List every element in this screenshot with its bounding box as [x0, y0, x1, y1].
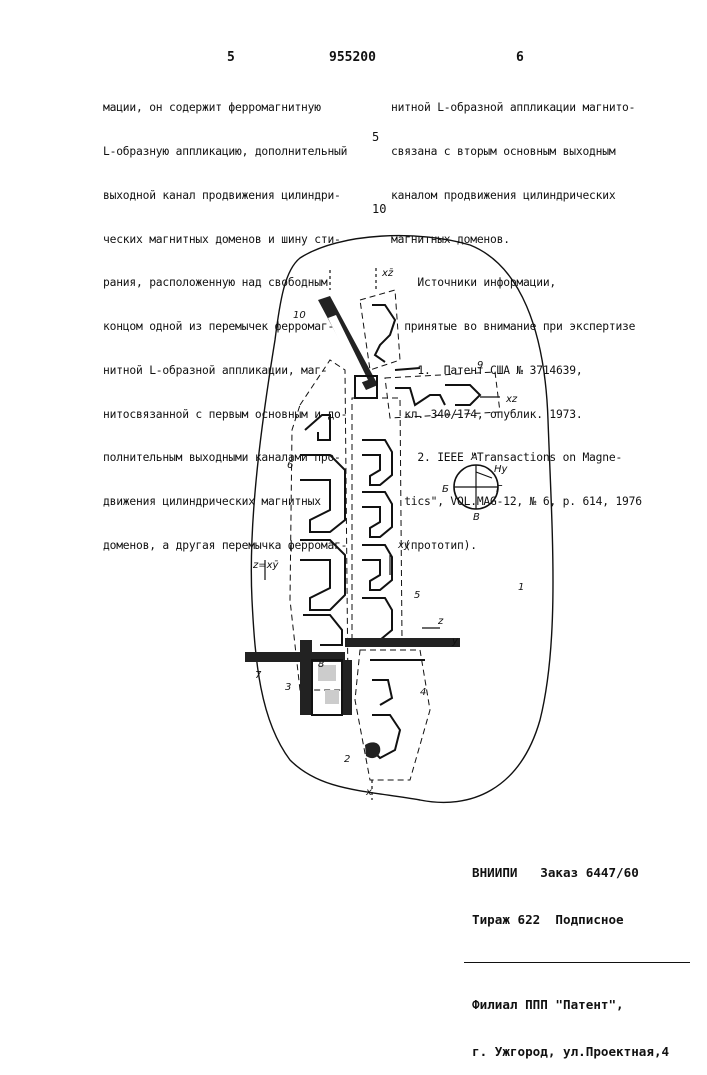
- imprint-line: ВНИИПИ Заказ 6447/60: [472, 865, 690, 881]
- label-4: 4: [420, 687, 426, 698]
- signal-xz: xz: [505, 394, 518, 405]
- channel-4-elements: [370, 660, 425, 758]
- imprint-line: г. Ужгород, ул.Проектная,4: [472, 1044, 690, 1060]
- label-10: 10: [293, 310, 306, 321]
- channel-6-elements: [300, 415, 345, 645]
- label-7: 7: [255, 670, 262, 681]
- phase-g: Г: [496, 484, 503, 495]
- signal-z-xy: z=xȳ: [252, 560, 280, 571]
- signal-z: z: [437, 616, 444, 627]
- phase-b: Б: [442, 484, 449, 495]
- label-9: 9: [477, 360, 483, 371]
- phase-a: А: [470, 452, 478, 463]
- label-6: 6: [287, 460, 293, 471]
- bus-7-y: [245, 638, 460, 715]
- label-8: 8: [318, 659, 324, 670]
- erase-bus-10: [318, 296, 378, 398]
- signal-xz-bar: xz̄: [381, 268, 394, 279]
- signal-x: x: [365, 787, 372, 798]
- phase-v: В: [473, 512, 480, 523]
- channel-5-elements: [362, 440, 392, 640]
- signal-y: y: [451, 636, 459, 647]
- imprint-block: ВНИИПИ Заказ 6447/60 Тираж 622 Подписное…: [472, 834, 690, 1075]
- field-hy: Hy: [494, 464, 509, 475]
- channel-9-outline: [385, 372, 500, 418]
- imprint-line: Филиал ППП "Патент",: [472, 997, 690, 1013]
- channel-9-elements: [395, 385, 480, 405]
- label-1: 1: [518, 582, 524, 593]
- field-circle: [454, 465, 498, 509]
- imprint-line: Тираж 622 Подписное: [472, 912, 690, 928]
- channel-4-outline: [355, 650, 430, 780]
- imprint-divider: [464, 962, 690, 963]
- channel-5-outline: [352, 398, 402, 640]
- label-5: 5: [414, 590, 420, 601]
- channel-xz-elements: [372, 305, 420, 370]
- label-3: 3: [285, 682, 291, 693]
- label-2: 2: [344, 754, 350, 765]
- signal-xy: xy: [397, 540, 411, 551]
